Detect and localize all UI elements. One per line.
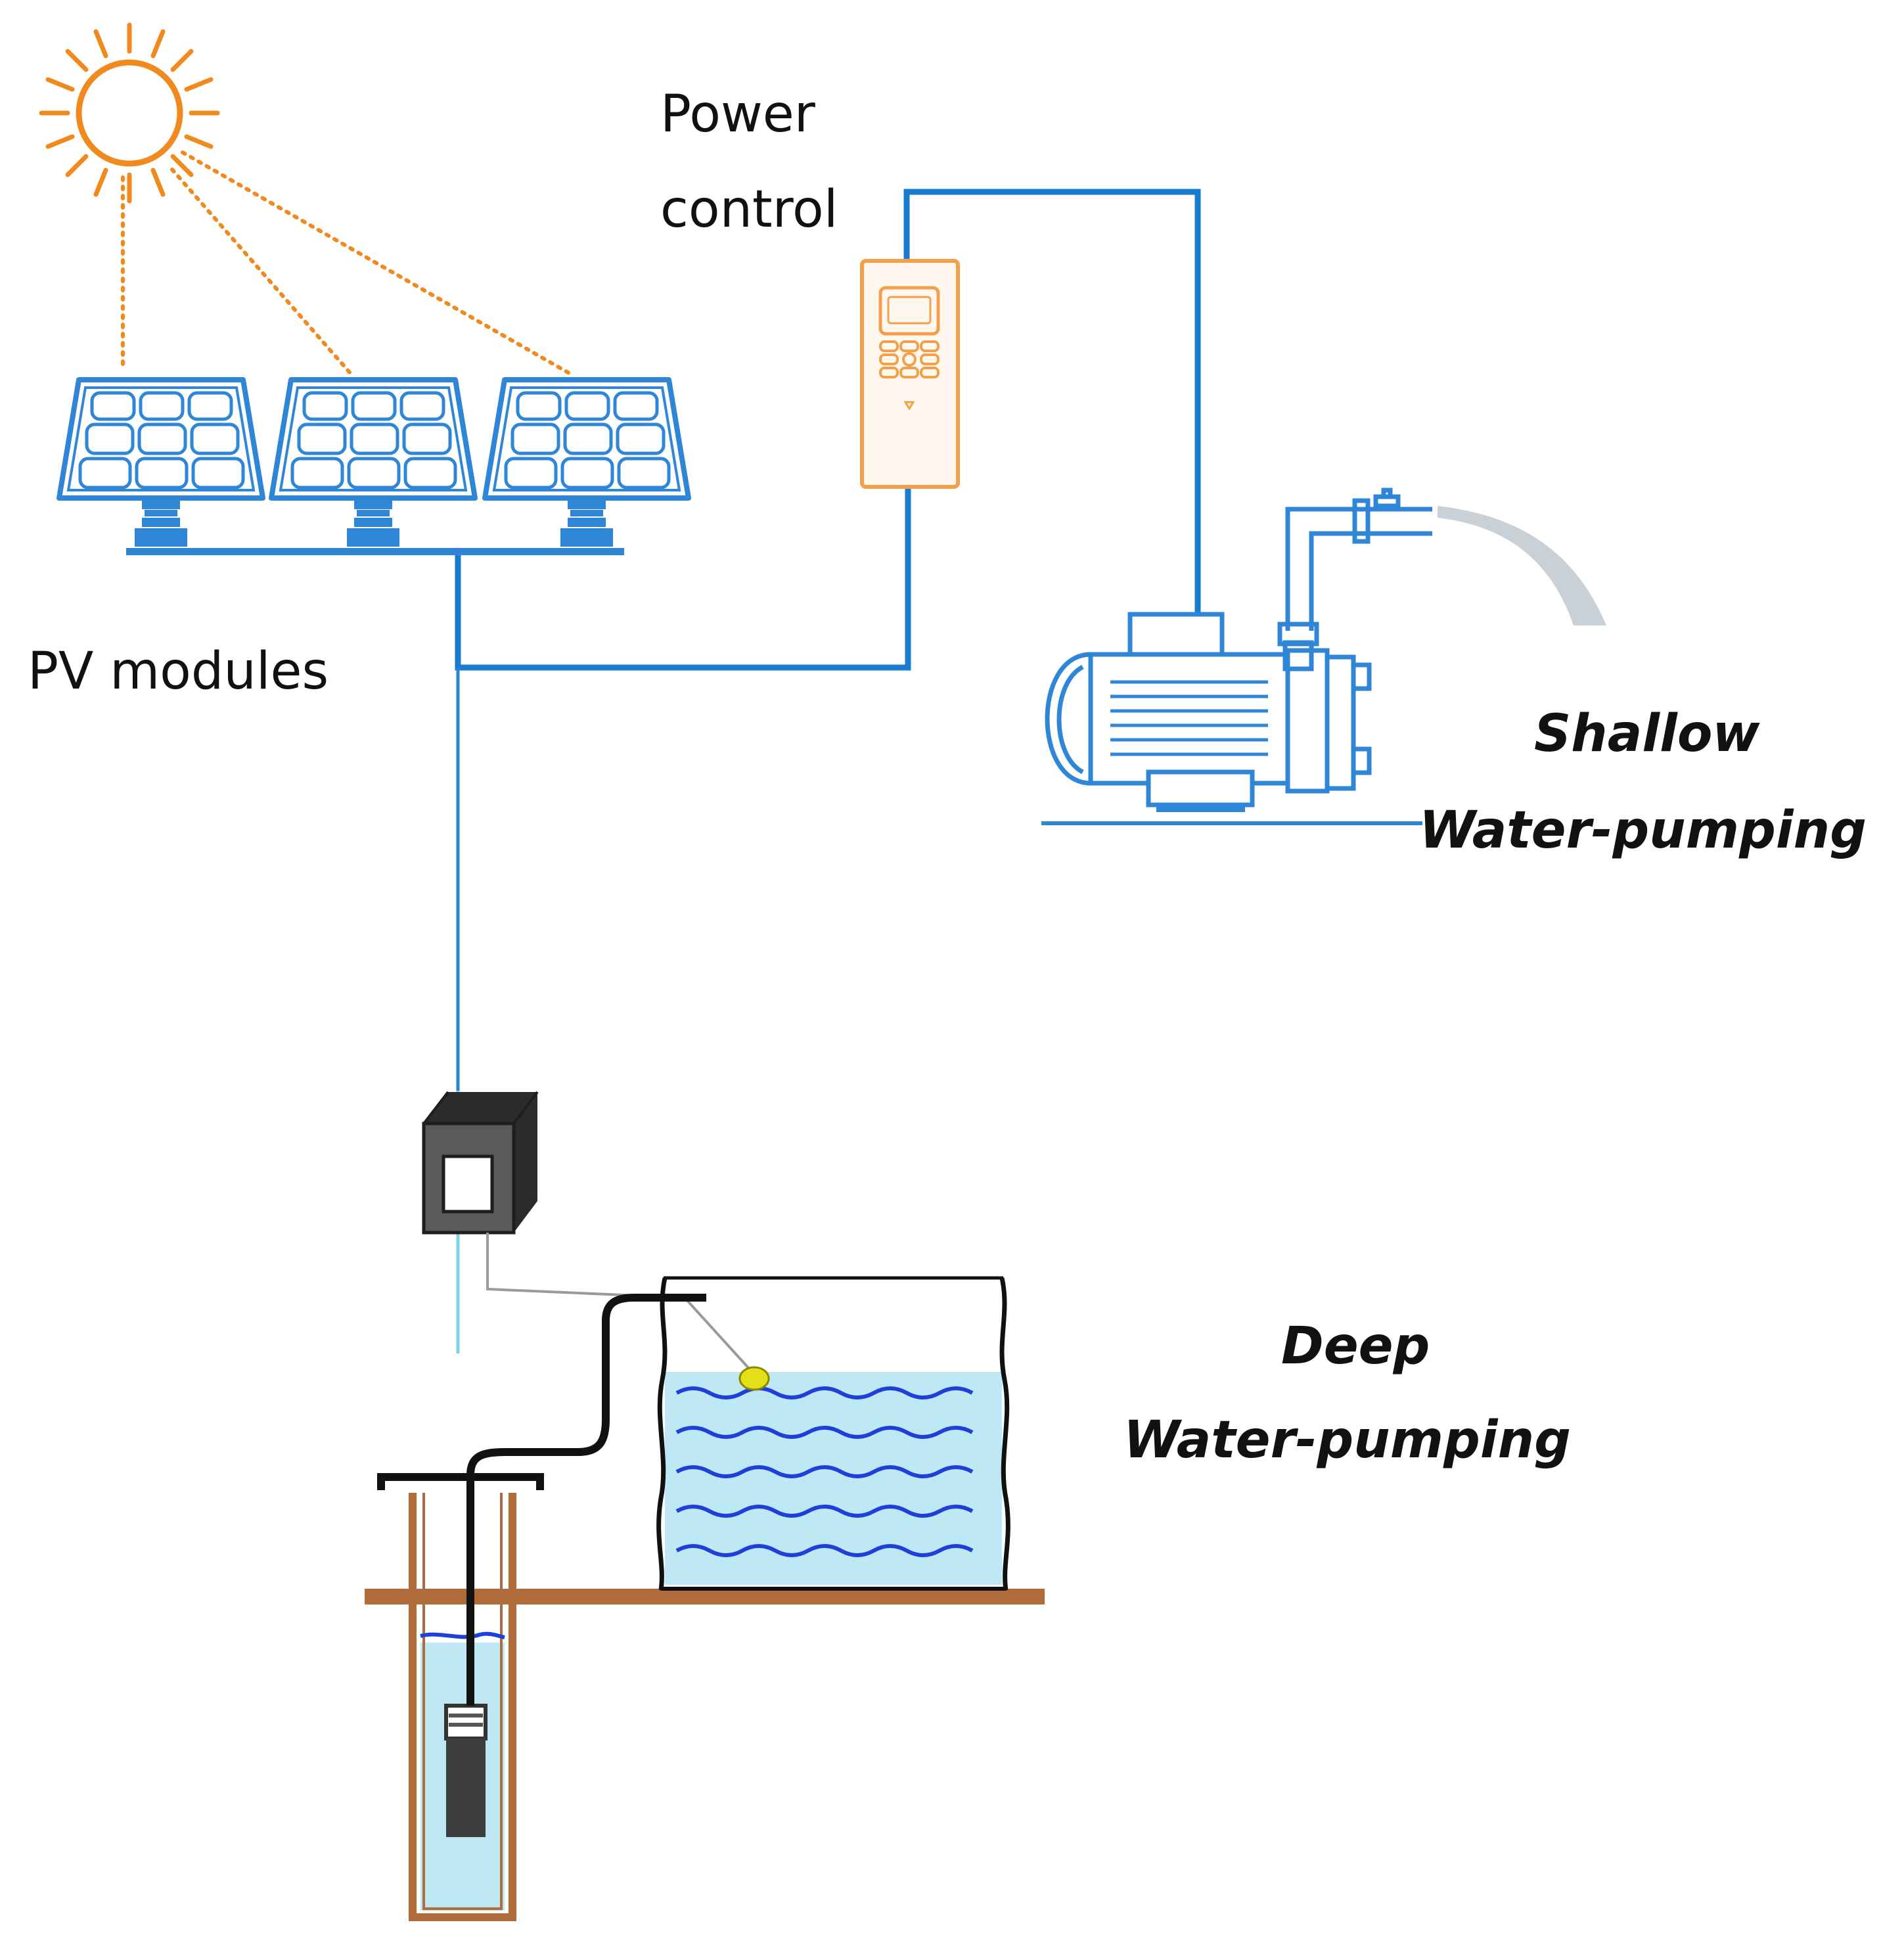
pv-modules-label: PV modules bbox=[28, 642, 329, 701]
ground-line bbox=[365, 1589, 1045, 1604]
power-controller-icon bbox=[860, 259, 960, 489]
water-tank-icon bbox=[656, 1276, 1010, 1591]
float-switch bbox=[738, 1366, 770, 1391]
solar-panel-icon bbox=[271, 380, 475, 547]
panel-mount-rail bbox=[126, 548, 624, 555]
solar-panel-icon bbox=[485, 380, 689, 547]
shallow-pumping-label: Shallow bbox=[1534, 704, 1760, 763]
surface-pump-icon bbox=[1045, 488, 1606, 807]
dc-wiring bbox=[455, 189, 1201, 671]
surface-pump-base-foot bbox=[1156, 803, 1245, 812]
sun-rays bbox=[121, 150, 574, 376]
submersible-pump-icon bbox=[444, 1704, 487, 1837]
water-spray bbox=[1438, 506, 1606, 625]
delivery-pipe bbox=[466, 1294, 706, 1706]
sun-icon bbox=[39, 22, 220, 204]
power-control-label: control bbox=[660, 180, 838, 239]
shallow-pumping-label: Water-pumping bbox=[1419, 801, 1867, 860]
deep-pumping-label: Water-pumping bbox=[1123, 1411, 1571, 1470]
deep-pumping-label: Deep bbox=[1281, 1317, 1430, 1376]
power-control-label: Power bbox=[660, 85, 816, 144]
control-box-icon bbox=[422, 1091, 539, 1235]
solar-panel-icon bbox=[59, 380, 263, 547]
borehole-icon bbox=[377, 1473, 544, 1921]
float-switch-cable bbox=[486, 1233, 752, 1371]
